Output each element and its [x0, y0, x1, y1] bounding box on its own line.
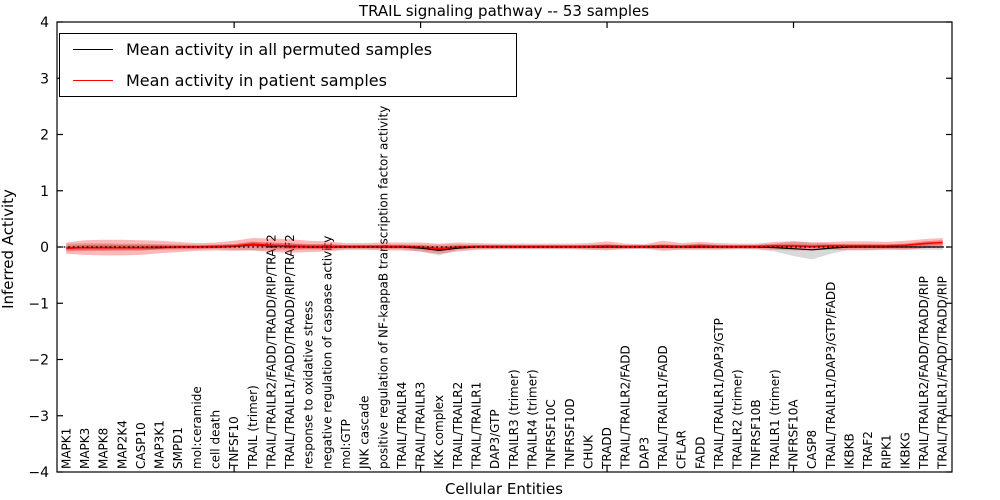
svg-text:IKBKB: IKBKB: [842, 433, 856, 469]
svg-text:0: 0: [40, 240, 49, 256]
legend-label-permuted: Mean activity in all permuted samples: [126, 39, 433, 59]
svg-text:TRAIL/TRAILR1/DAP3/GTP: TRAIL/TRAILR1/DAP3/GTP: [712, 318, 726, 470]
svg-text:TRAIL/TRAILR1/FADD/TRADD/RIP/T: TRAIL/TRAILR1/FADD/TRADD/RIP/TRAF2: [283, 234, 297, 470]
svg-text:TRAILR3 (trimer): TRAILR3 (trimer): [507, 369, 521, 470]
svg-text:TNFRSF10B: TNFRSF10B: [749, 399, 763, 470]
svg-text:TRAIL (trimer): TRAIL (trimer): [246, 385, 260, 470]
svg-text:RIPK1: RIPK1: [880, 434, 894, 469]
svg-text:SMPD1: SMPD1: [171, 427, 185, 469]
svg-text:TNFRSF10A: TNFRSF10A: [787, 399, 801, 470]
svg-text:DAP3/GTP: DAP3/GTP: [488, 409, 502, 469]
svg-text:IKBKG: IKBKG: [898, 432, 912, 469]
svg-text:TRAIL/TRAILR2: TRAIL/TRAILR2: [451, 382, 465, 470]
svg-text:TRAIL/TRAILR1/FADD/TRADD/RIP: TRAIL/TRAILR1/FADD/TRADD/RIP: [936, 276, 950, 470]
svg-text:negative regulation of caspase: negative regulation of caspase activity: [320, 236, 334, 469]
svg-text:DAP3: DAP3: [637, 437, 651, 469]
svg-text:TNFSF10: TNFSF10: [227, 416, 241, 470]
svg-text:JNK cascade: JNK cascade: [358, 396, 372, 470]
svg-text:2: 2: [40, 128, 49, 144]
svg-text:mol:GTP: mol:GTP: [339, 419, 353, 469]
chart-title: TRAIL signaling pathway -- 53 samples: [358, 2, 650, 20]
svg-text:−2: −2: [28, 353, 49, 369]
svg-text:FADD: FADD: [693, 437, 707, 470]
svg-text:TRAF2: TRAF2: [861, 431, 875, 470]
svg-text:−1: −1: [28, 296, 49, 312]
svg-text:cell death: cell death: [208, 410, 222, 469]
svg-text:1: 1: [40, 184, 49, 200]
svg-text:TRAIL/TRAILR1/FADD: TRAIL/TRAILR1/FADD: [656, 345, 670, 470]
svg-text:MAPK8: MAPK8: [97, 428, 111, 469]
svg-text:response to oxidative stress: response to oxidative stress: [302, 301, 316, 469]
legend-label-patient: Mean activity in patient samples: [126, 70, 387, 90]
svg-text:TRAIL/TRAILR2/FADD: TRAIL/TRAILR2/FADD: [619, 345, 633, 470]
svg-text:TRAIL/TRAILR1: TRAIL/TRAILR1: [470, 382, 484, 470]
svg-text:IKK complex: IKK complex: [432, 395, 446, 469]
legend-box: Mean activity in all permuted samples Me…: [59, 33, 517, 97]
svg-text:TRAIL/TRAILR3: TRAIL/TRAILR3: [414, 382, 428, 470]
svg-text:TRAIL/TRAILR2/FADD/TRADD/RIP/T: TRAIL/TRAILR2/FADD/TRADD/RIP/TRAF2: [264, 234, 278, 470]
y-axis-label: Inferred Activity: [0, 189, 17, 309]
svg-text:4: 4: [40, 15, 49, 31]
svg-text:CASP8: CASP8: [805, 430, 819, 469]
x-axis-label: Cellular Entities: [445, 480, 563, 498]
svg-text:−4: −4: [28, 465, 49, 481]
svg-text:TRAILR2 (trimer): TRAILR2 (trimer): [731, 369, 745, 470]
svg-text:CASP10: CASP10: [134, 422, 148, 469]
svg-text:−3: −3: [28, 409, 49, 425]
svg-text:TRAILR4 (trimer): TRAILR4 (trimer): [525, 369, 539, 470]
svg-text:MAP3K1: MAP3K1: [153, 420, 167, 469]
svg-text:TNFRSF10C: TNFRSF10C: [544, 399, 558, 470]
svg-text:CFLAR: CFLAR: [675, 430, 689, 469]
svg-text:CHUK: CHUK: [581, 434, 595, 469]
svg-text:3: 3: [40, 71, 49, 87]
svg-text:TRAIL/TRAILR1/DAP3/GTP/FADD: TRAIL/TRAILR1/DAP3/GTP/FADD: [824, 282, 838, 470]
svg-text:TNFRSF10D: TNFRSF10D: [563, 398, 577, 470]
svg-text:TRAIL/TRAILR4: TRAIL/TRAILR4: [395, 382, 409, 470]
svg-text:TRAILR1 (trimer): TRAILR1 (trimer): [768, 369, 782, 470]
legend-item-permuted: Mean activity in all permuted samples: [73, 39, 516, 59]
svg-text:MAPK1: MAPK1: [59, 428, 73, 469]
svg-text:TRAIL/TRAILR2/FADD/TRADD/RIP: TRAIL/TRAILR2/FADD/TRADD/RIP: [917, 276, 931, 470]
black-line-sample-icon: [73, 49, 113, 50]
red-line-sample-icon: [73, 80, 113, 81]
svg-text:positive regulation of NF-kapp: positive regulation of NF-kappaB transcr…: [376, 106, 390, 469]
svg-text:MAP2K4: MAP2K4: [115, 420, 129, 469]
svg-text:MAPK3: MAPK3: [78, 428, 92, 469]
legend-item-patient: Mean activity in patient samples: [73, 70, 516, 90]
svg-text:TRADD: TRADD: [600, 427, 614, 470]
svg-text:mol:ceramide: mol:ceramide: [190, 386, 204, 469]
